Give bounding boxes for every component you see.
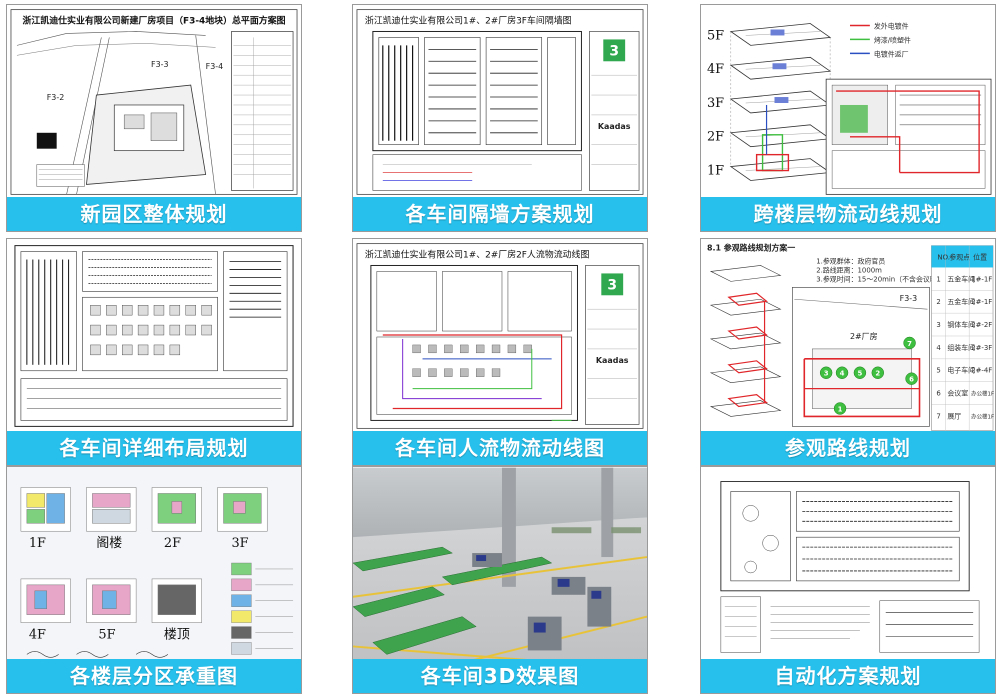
svg-text:5: 5	[858, 370, 863, 378]
visit-note-2: 2.路线距离：1000m	[816, 265, 882, 274]
tile-3d-render[interactable]: 各车间3D效果图	[352, 466, 648, 694]
company-logo-text: Kaadas	[596, 356, 629, 365]
tile-caption: 各楼层分区承重图	[7, 659, 301, 693]
tile-automation-planning[interactable]: 自动化方案规划	[700, 466, 996, 694]
tile-cross-floor-logistics[interactable]: 5F 4F 3F 2F 1F 发外电镀件 烤漆/喷塑件 电镀件返厂	[700, 4, 996, 232]
partition-drawing: 浙江凯迪仕实业有限公司1#、2#厂房3F车间隔墙图	[353, 5, 647, 199]
tile-partition-planning[interactable]: 浙江凯迪仕实业有限公司1#、2#厂房3F车间隔墙图	[352, 4, 648, 232]
floor-label-mezzanine: 阁楼	[96, 536, 122, 551]
floor-label-2f: 2F	[707, 130, 724, 145]
table-row-6-location: 办公楼1F	[971, 390, 994, 398]
table-row-7-point: 展厅	[947, 412, 961, 420]
tile-floor-load-zones[interactable]: 1F 阁楼 2F 3F 4F 5F 楼顶	[6, 466, 302, 694]
table-row-5-location: 2#-4F	[971, 367, 992, 375]
floor-label-4f: 4F	[707, 62, 724, 77]
floor-label-5f: 5F	[707, 28, 724, 43]
table-header-location: 位置	[973, 253, 987, 262]
tile-caption: 各车间3D效果图	[353, 659, 647, 693]
legend-return: 电镀件返厂	[874, 49, 909, 58]
floor-label-3f: 3F	[231, 536, 248, 551]
partition-title: 浙江凯迪仕实业有限公司1#、2#厂房3F车间隔墙图	[365, 15, 572, 27]
flow-title: 浙江凯迪仕实业有限公司1#、2#厂房2F人流物流动线图	[365, 249, 590, 261]
visit-note-1: 1.参观群体：政府官员	[816, 256, 885, 265]
legend-painting: 烤漆/喷塑件	[874, 35, 911, 44]
tile-caption: 参观路线规划	[701, 431, 995, 465]
table-row-7-location: 办公楼1F	[971, 412, 994, 420]
floor-label-1f: 1F	[29, 536, 46, 551]
tile-caption: 新园区整体规划	[7, 197, 301, 231]
floor-label-2f: 2F	[164, 536, 181, 551]
visit-section-title: 8.1 参观路线规划方案一	[707, 243, 795, 253]
table-row-4-location: 2#-3F	[971, 344, 992, 352]
svg-text:4: 4	[840, 370, 845, 378]
tile-park-planning[interactable]: 浙江凯迪仕实业有限公司新建厂房项目（F3-4地块）总平面方案图 F3-3 F3-…	[6, 4, 302, 232]
table-row-1-no: 1	[936, 275, 940, 283]
table-row-7-no: 7	[936, 412, 940, 420]
plot-label-f3-2: F3-2	[47, 93, 65, 102]
floor-label-3f: 3F	[707, 96, 724, 111]
table-header-no: NO.	[937, 254, 950, 262]
table-row-4-point: 组装车间	[947, 343, 975, 352]
flow-drawing: 浙江凯迪仕实业有限公司1#、2#厂房2F人流物流动线图	[353, 239, 647, 433]
floor-label-5f: 5F	[98, 627, 115, 642]
visit-route-drawing: 8.1 参观路线规划方案一 1.参观群体：政府官员 2.路线距离：1000m 3…	[701, 239, 995, 433]
table-row-2-location: 2#-1F	[971, 298, 992, 306]
svg-text:2: 2	[875, 370, 880, 378]
table-row-6-no: 6	[936, 390, 940, 398]
floor-label-roof: 楼顶	[164, 627, 190, 642]
svg-text:3: 3	[607, 277, 617, 293]
table-row-2-point: 五金车间	[947, 297, 975, 306]
table-row-3-point: 钢体车间	[947, 320, 975, 329]
table-header-point: 参观点	[949, 253, 970, 262]
table-row-2-no: 2	[936, 298, 940, 306]
table-row-3-no: 3	[936, 321, 940, 329]
table-row-5-point: 电子车间	[947, 366, 975, 375]
tile-people-material-flow[interactable]: 浙江凯迪仕实业有限公司1#、2#厂房2F人流物流动线图	[352, 238, 648, 466]
tile-caption: 各车间详细布局规划	[7, 431, 301, 465]
visit-note-3: 3.参观时间：15～20min（不含会议时间）	[816, 274, 950, 283]
table-row-5-no: 5	[936, 367, 940, 375]
svg-text:1: 1	[838, 405, 843, 413]
tile-visit-route[interactable]: 8.1 参观路线规划方案一 1.参观群体：政府官员 2.路线距离：1000m 3…	[700, 238, 996, 466]
site-plan-drawing: 浙江凯迪仕实业有限公司新建厂房项目（F3-4地块）总平面方案图 F3-3 F3-…	[7, 5, 301, 199]
company-logo-text: Kaadas	[598, 122, 631, 131]
3d-render-image	[353, 467, 647, 661]
floor-label-1f: 1F	[707, 164, 724, 179]
map-label-f3-3: F3-3	[900, 294, 918, 303]
detailed-layout-drawing	[7, 239, 301, 433]
company-logo-icon	[601, 273, 624, 296]
svg-text:7: 7	[907, 340, 912, 348]
load-legend	[231, 562, 294, 655]
table-row-1-location: 1#-1F	[971, 275, 992, 283]
cross-floor-diagram: 5F 4F 3F 2F 1F 发外电镀件 烤漆/喷塑件 电镀件返厂	[701, 5, 995, 199]
svg-text:6: 6	[909, 376, 914, 384]
tile-caption: 各车间隔墙方案规划	[353, 197, 647, 231]
table-row-6-point: 会议室	[947, 389, 968, 398]
tile-caption: 各车间人流物流动线图	[353, 431, 647, 465]
tile-caption: 跨楼层物流动线规划	[701, 197, 995, 231]
plot-label-f3-3: F3-3	[151, 60, 169, 69]
floor-label-4f: 4F	[29, 627, 46, 642]
plot-label-f3-4: F3-4	[206, 62, 224, 71]
automation-drawing	[701, 467, 995, 661]
load-zone-drawing: 1F 阁楼 2F 3F 4F 5F 楼顶	[7, 467, 301, 661]
site-plan-title: 浙江凯迪仕实业有限公司新建厂房项目（F3-4地块）总平面方案图	[22, 15, 285, 27]
tile-caption: 自动化方案规划	[701, 659, 995, 693]
tile-detailed-layout[interactable]: 各车间详细布局规划	[6, 238, 302, 466]
visit-points-table: NO. 参观点 位置 1 五金车间 1#-1F 2 五金车间	[931, 245, 994, 431]
map-label-building-2: 2#厂房	[850, 331, 878, 341]
svg-text:3: 3	[824, 370, 829, 378]
table-row-4-no: 4	[936, 344, 941, 352]
table-row-3-location: 2#-2F	[971, 321, 992, 329]
table-row-1-point: 五金车间	[947, 274, 975, 283]
legend-outsourced: 发外电镀件	[874, 22, 909, 31]
svg-text:3: 3	[609, 43, 619, 59]
company-logo-icon	[603, 39, 626, 62]
